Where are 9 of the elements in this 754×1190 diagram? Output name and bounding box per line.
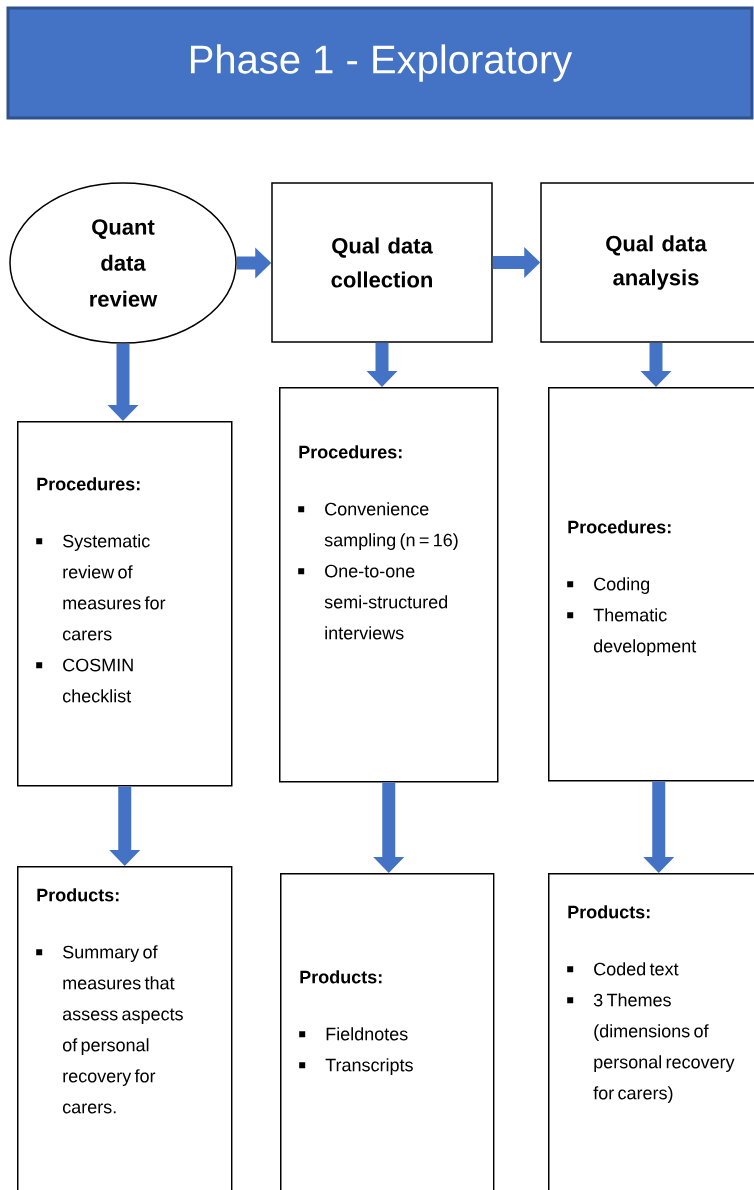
text-box: Procedures: Systematic review of measures for carers COSMIN checklist — [17, 421, 233, 787]
process-box: Qual data analysis — [540, 182, 754, 343]
text-box: Procedures: Convenience sampling (n = 16) One-to-one semi-structured interviews — [279, 387, 499, 783]
text-box: Procedures: Coding Thematic development — [548, 387, 754, 782]
process-box: Qual data collection — [271, 182, 493, 343]
text-box: Products: Fieldnotes Transcripts — [280, 873, 495, 1190]
text-box: Products: Coded text 3 Themes (dimensions of personal recovery for carers) — [548, 873, 754, 1190]
text-box: Products: Summary of measures that assess aspects of personal recovery for carers. — [17, 866, 233, 1190]
title-banner: Phase 1 - Exploratory — [6, 6, 754, 120]
